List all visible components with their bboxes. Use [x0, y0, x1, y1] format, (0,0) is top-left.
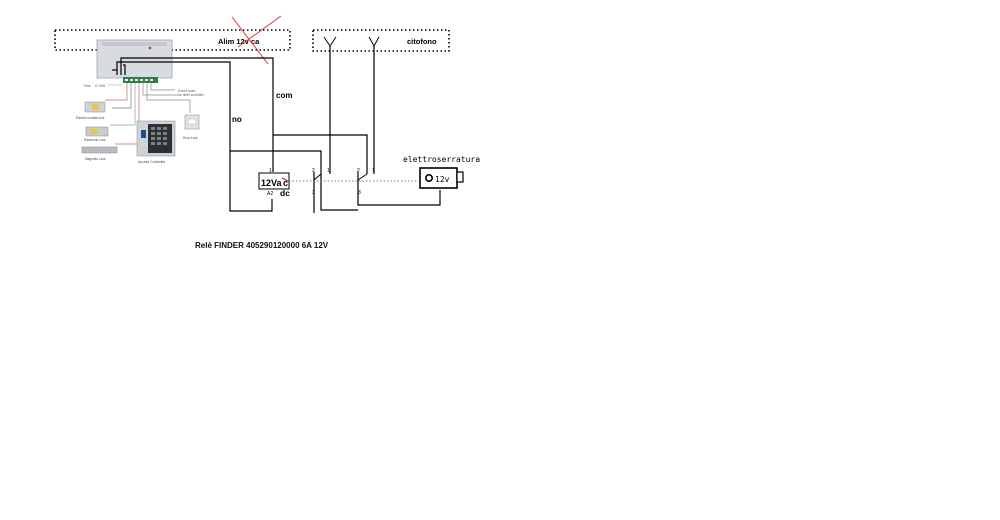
- access-controller-label: Access Controller: [138, 160, 166, 164]
- relay2-pin1: 1: [372, 168, 375, 174]
- intercom-box: [312, 29, 450, 52]
- com-label: com: [276, 91, 292, 100]
- extra-power-label: Extra Power: [178, 89, 196, 93]
- relay-contact-1: 2 1 3: [312, 168, 330, 196]
- access-controller-picture: Time 0~16S Extra Power for other control…: [76, 39, 205, 164]
- relay1-pin1: 1: [327, 168, 330, 174]
- relay-coil-a1: 1: [269, 168, 272, 174]
- mortise-lock-label: Electric mortise lock: [76, 116, 105, 120]
- relay-coil-a2: A2: [267, 191, 273, 197]
- relay1-pin3: 3: [312, 190, 315, 196]
- relay-coil-dc: dc: [280, 188, 290, 198]
- magnetic-lock-label: Magnetic Lock: [85, 157, 106, 161]
- strike-voltage: 12v: [435, 175, 450, 184]
- no-label: no: [232, 115, 242, 124]
- relay2-pin3: 3: [358, 190, 361, 196]
- relay2-pin2: 2: [357, 168, 360, 174]
- power-supply-label: Alim 12v ca: [218, 37, 260, 46]
- strike-label: elettroserratura: [403, 155, 480, 164]
- extra-power-sub-label: for other controller: [178, 93, 205, 97]
- relay-caption: Relè FINDER 405290120000 6A 12V: [195, 241, 329, 250]
- time-range-label: 0~16S: [95, 84, 106, 88]
- strike-coil-icon: [424, 174, 433, 183]
- intercom-terminal-right: [368, 36, 380, 48]
- door-lock-label: Door Lock: [183, 136, 198, 140]
- intercom-terminal-left: [323, 36, 337, 47]
- power-supply-box: [54, 29, 291, 51]
- time-label: Time: [83, 84, 91, 88]
- electronic-lock-label: Electronic Lock: [84, 138, 106, 142]
- relay1-pin2: 2: [312, 168, 315, 174]
- relay-contact-2: 2 1 3: [357, 168, 375, 196]
- intercom-label: citofono: [407, 37, 437, 46]
- cross-out-mark: [231, 16, 269, 65]
- relay-coil-voltage: 12Va: [261, 178, 283, 188]
- relay-coil-voltage-struck: c: [283, 178, 288, 188]
- wires: [112, 46, 441, 213]
